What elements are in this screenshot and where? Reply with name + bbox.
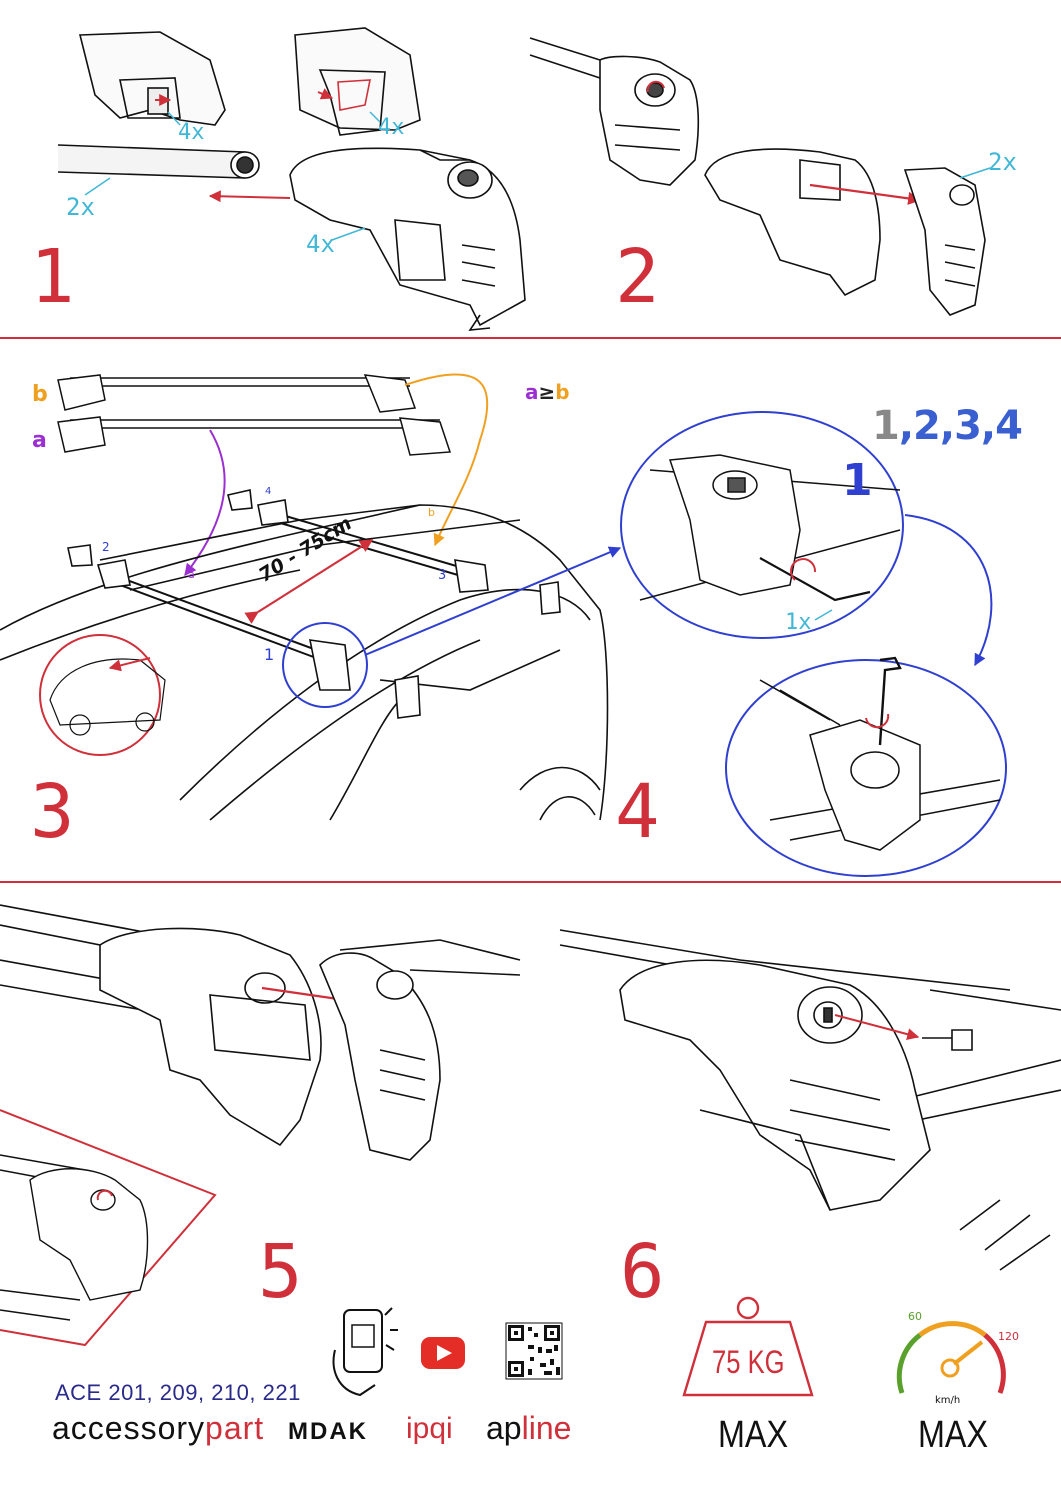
bar-label-b: b	[32, 382, 48, 407]
phone-scan-icon	[332, 1307, 398, 1397]
divider-top	[0, 337, 1061, 339]
weight-limit: 75 KG	[712, 1344, 785, 1380]
step2-illustration	[529, 37, 986, 316]
step6-illustration	[559, 929, 1061, 1271]
weight-icon	[682, 1296, 814, 1397]
brand-ap: ap	[486, 1410, 522, 1446]
brand-mdak: MDAK	[288, 1418, 368, 1445]
divider-bottom	[0, 881, 1061, 883]
detail-number-1: 1	[842, 455, 873, 506]
qty-label-foot: 4x	[306, 230, 335, 258]
position-4: 4	[265, 486, 272, 497]
step3-bars	[57, 374, 452, 456]
qty-label-cover: 2x	[988, 148, 1017, 176]
step1-illustration	[57, 27, 526, 331]
speed-120: 120	[998, 1330, 1019, 1343]
highlight-circle	[282, 622, 368, 708]
small-label-b: b	[428, 506, 435, 519]
small-label-a: a	[188, 568, 195, 581]
speed-max: MAX	[918, 1414, 989, 1456]
youtube-icon	[421, 1337, 465, 1369]
step-number-4: 4	[615, 769, 660, 855]
bar-label-a: a	[32, 428, 47, 453]
step-number-3: 3	[30, 769, 75, 855]
step5-inset-frame	[0, 1109, 217, 1347]
qty-label-bar: 2x	[66, 193, 95, 221]
step-number-1: 1	[30, 234, 75, 320]
brand-accessorypart: accessorypart	[52, 1410, 264, 1447]
brand-apline: apline	[486, 1410, 571, 1447]
brand-part: part	[205, 1410, 265, 1446]
sequence-first: 1	[872, 403, 900, 449]
qr-code-icon	[505, 1322, 563, 1380]
qty-label-key: 1x	[785, 610, 812, 635]
brand-accessory: accessory	[52, 1410, 206, 1446]
brand-ipqi: ipqi	[406, 1412, 453, 1445]
bar-rule: a≥b	[525, 380, 570, 404]
speed-60: 60	[908, 1310, 922, 1323]
step-number-5: 5	[258, 1229, 303, 1315]
car-inset-circle	[39, 634, 161, 756]
speedometer-icon	[896, 1321, 1006, 1394]
sequence-rest: ,2,3,4	[898, 403, 1023, 449]
step5-illustration	[0, 904, 521, 1161]
speed-unit: km/h	[935, 1395, 961, 1406]
qty-label-clamp-left: 4x	[178, 120, 205, 145]
step-number-2: 2	[615, 234, 660, 320]
position-2: 2	[102, 540, 110, 554]
tightening-sequence: 1,2,3,4	[872, 403, 1023, 449]
qty-label-clamp-right: 4x	[378, 115, 405, 140]
model-list: ACE 201, 209, 210, 221	[55, 1380, 301, 1405]
position-1: 1	[264, 645, 275, 664]
weight-max: MAX	[718, 1414, 789, 1456]
bar-rule-text: a≥b	[525, 380, 570, 404]
brand-line: line	[521, 1410, 572, 1446]
position-3: 3	[438, 568, 447, 583]
step-number-6: 6	[620, 1229, 665, 1315]
